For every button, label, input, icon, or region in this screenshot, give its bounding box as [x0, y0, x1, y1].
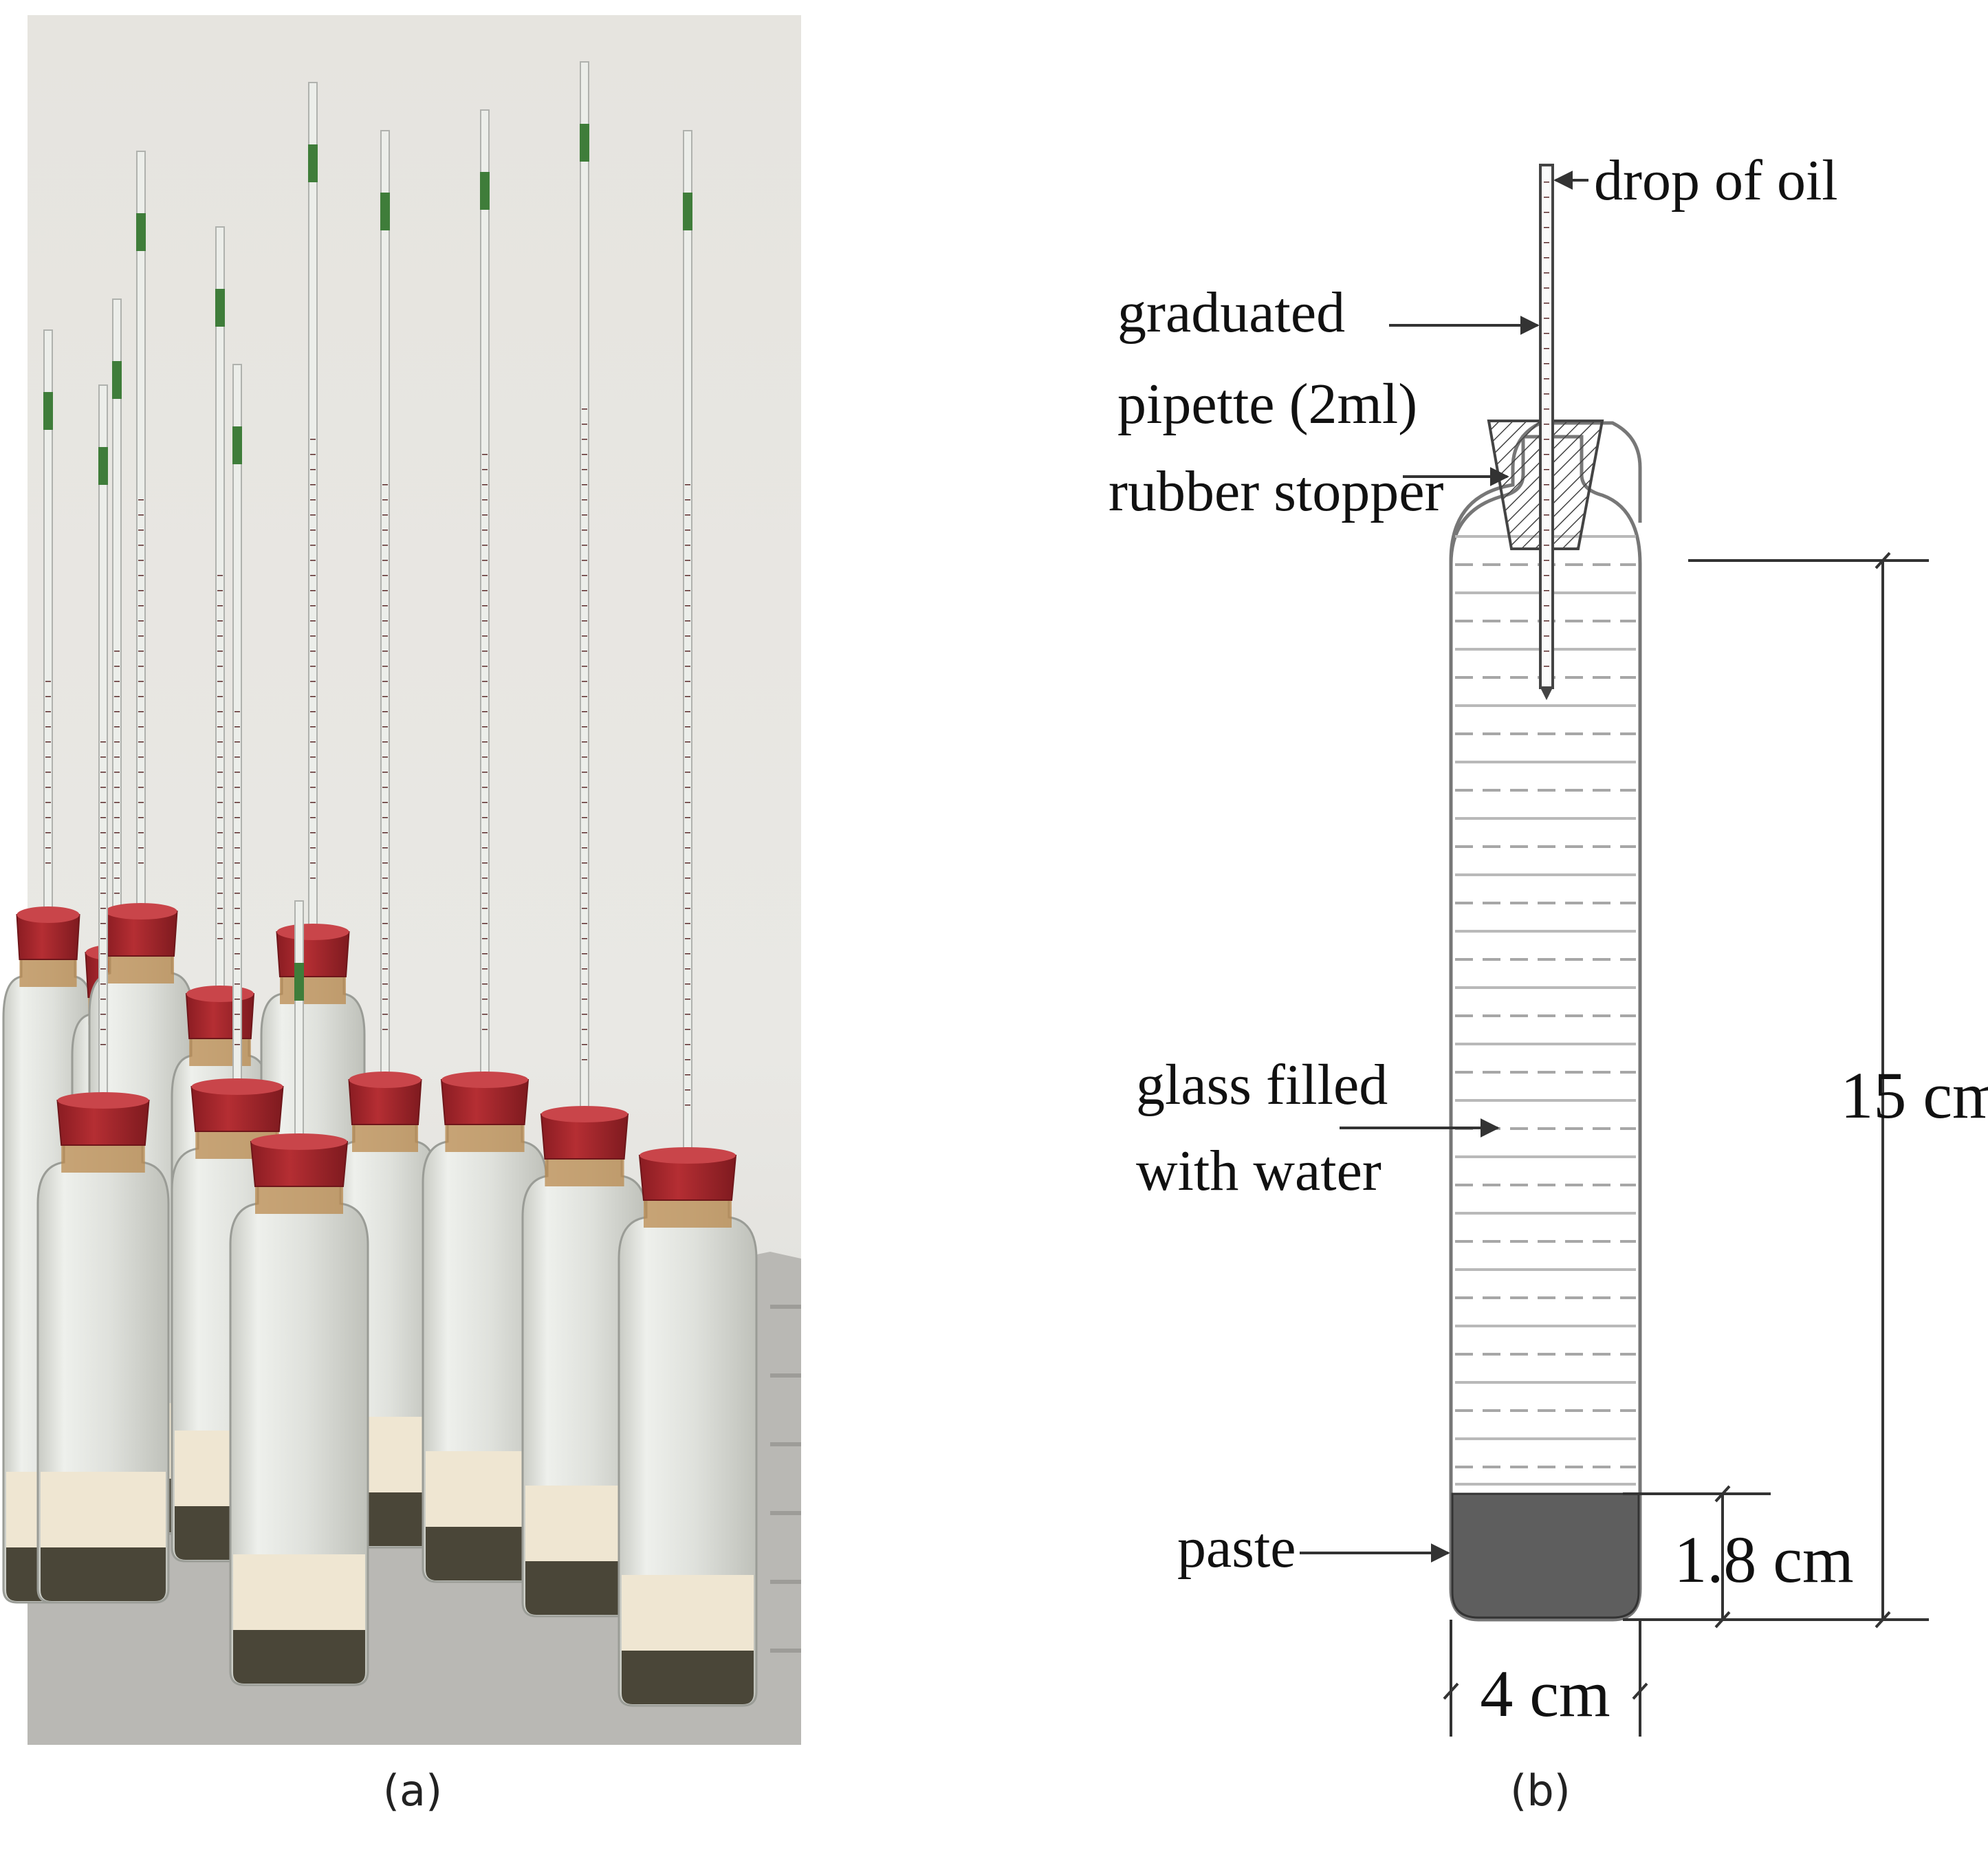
- pipette-band: [112, 361, 122, 399]
- label-paste: paste: [1177, 1516, 1296, 1580]
- label-pipette-volume: pipette (2ml): [1117, 372, 1417, 436]
- bottle: [229, 900, 369, 1686]
- pipette-graduations: [1544, 172, 1549, 681]
- pipette-band: [215, 289, 225, 327]
- pipette-scale: [138, 495, 144, 870]
- bottle-sediment: [233, 1630, 365, 1684]
- pipette-band: [294, 963, 304, 1001]
- pipette-band: [480, 172, 490, 210]
- pipette-band: [308, 144, 318, 182]
- panel-a-photo: [2, 15, 801, 1745]
- dimension-paste-height: [1623, 1485, 1771, 1629]
- paste-layer: [1451, 1492, 1640, 1619]
- pipette-band: [136, 213, 146, 251]
- bottle: [618, 130, 758, 1707]
- bottle-cap-top: [191, 1078, 283, 1095]
- bottle-sediment: [525, 1561, 644, 1615]
- pipette-scale: [482, 454, 488, 1039]
- pipette-band: [380, 193, 390, 230]
- label-drop-of-oil: drop of oil: [1594, 149, 1838, 213]
- label-glass-filled: glass filled: [1136, 1053, 1388, 1117]
- pipette-band: [580, 124, 589, 162]
- pipette-scale: [382, 475, 388, 1039]
- pipette-scale: [217, 571, 223, 953]
- label-graduated: graduated: [1117, 281, 1345, 345]
- bottle-cap-top: [441, 1072, 528, 1088]
- bottle-cap-top: [251, 1133, 347, 1150]
- caption-a: (a): [383, 1765, 442, 1816]
- pipette-tip: [1540, 688, 1553, 700]
- bottle-cap-top: [105, 903, 177, 920]
- label-rubber-stopper: rubber stopper: [1108, 459, 1444, 523]
- bottle-group: [2, 61, 758, 1707]
- label-paste-height: 1.8 cm: [1674, 1523, 1853, 1596]
- caption-b: (b): [1510, 1765, 1571, 1816]
- bottle-cap-top: [186, 986, 254, 1002]
- label-with-water: with water: [1136, 1139, 1381, 1203]
- bottle: [36, 384, 170, 1604]
- bottle-cap-top: [541, 1106, 628, 1122]
- bottle-paste: [41, 1472, 166, 1547]
- bottle-cap-top: [349, 1072, 422, 1088]
- panel-b-diagram: 15 cm 1.8 cm 4 cm drop of oil graduated …: [1108, 149, 1988, 1737]
- pipette-scale: [234, 708, 240, 1045]
- pipette-glass: [294, 900, 304, 1142]
- bottle-sediment: [41, 1547, 166, 1601]
- bottle-cap-top: [57, 1092, 149, 1109]
- bottle-paste: [233, 1554, 365, 1630]
- bottle-cap-top: [640, 1147, 736, 1164]
- pipette-band: [43, 392, 53, 430]
- pipette-scale: [582, 406, 587, 1073]
- pipette-scale: [100, 729, 106, 1059]
- bottle-sediment: [426, 1527, 544, 1580]
- label-width: 4 cm: [1480, 1657, 1610, 1730]
- label-height: 15 cm: [1840, 1058, 1988, 1132]
- pipette-band: [232, 426, 242, 464]
- pipette-band: [683, 193, 692, 230]
- bottle-cap-top: [17, 906, 80, 923]
- pipette-scale: [45, 674, 51, 873]
- pipette-scale: [114, 643, 120, 911]
- dimension-height: [1623, 552, 1929, 1629]
- leader-arrows: [1300, 171, 1588, 1563]
- pipette-scale: [685, 475, 690, 1114]
- dimension-width: [1443, 1620, 1648, 1737]
- bottle-paste: [622, 1575, 754, 1651]
- bottle-sediment: [622, 1651, 754, 1704]
- pipette-scale: [310, 426, 316, 891]
- tray-grid: [770, 1305, 801, 1653]
- bottle-cap-top: [276, 924, 349, 940]
- pipette-band: [98, 447, 108, 485]
- water-lines: [1455, 535, 1636, 1486]
